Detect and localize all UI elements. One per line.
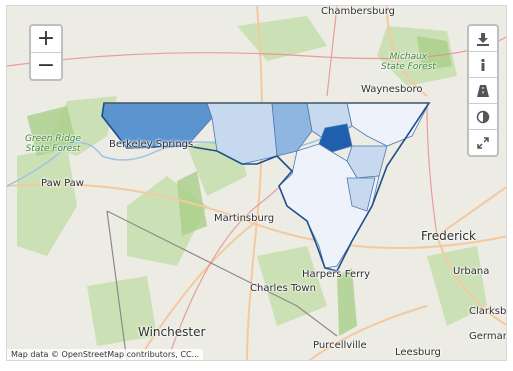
label-martinsburg: Martinsburg — [214, 213, 275, 224]
label-clarksburg: Clarksbu — [469, 306, 507, 317]
road-icon — [477, 84, 489, 97]
fullscreen-button[interactable] — [469, 130, 497, 155]
road-button[interactable] — [469, 78, 497, 104]
download-icon — [477, 32, 489, 46]
download-button[interactable] — [469, 26, 497, 52]
map-toolbar — [467, 24, 499, 157]
region-south-east — [346, 177, 376, 212]
region-northeast — [346, 102, 430, 147]
zoom-out-button[interactable]: − — [31, 52, 61, 79]
label-chambersburg: Chambersburg — [321, 6, 395, 17]
label-urbana: Urbana — [453, 266, 490, 277]
label-charles-town: Charles Town — [250, 283, 316, 294]
label-green-ridge-forest: Green Ridge State Forest — [25, 134, 82, 154]
zoom-control: + − — [29, 24, 63, 81]
fullscreen-icon — [477, 136, 489, 149]
label-michaux-forest: Michaux State Forest — [381, 52, 436, 72]
zoom-in-button[interactable]: + — [36, 26, 56, 51]
road-layer — [7, 6, 506, 360]
label-frederick: Frederick — [421, 229, 476, 243]
label-leesburg: Leesburg — [395, 347, 441, 358]
state-border — [106, 210, 338, 360]
region-hagerstown — [318, 123, 353, 153]
label-winchester: Winchester — [138, 325, 206, 339]
contrast-icon — [476, 110, 490, 123]
label-paw-paw: Paw Paw — [41, 178, 84, 189]
county-outline — [101, 102, 431, 272]
label-purcellville: Purcellville — [313, 340, 367, 351]
label-waynesboro: Waynesboro — [361, 84, 423, 95]
info-icon — [481, 58, 485, 71]
map-attribution: Map data © OpenStreetMap contributors, C… — [7, 349, 204, 360]
info-button[interactable] — [469, 52, 497, 78]
contrast-button[interactable] — [469, 104, 497, 130]
basemap — [7, 6, 506, 360]
label-germantown: Germanto — [469, 331, 506, 342]
label-berkeley-springs: Berkeley Springs — [109, 139, 194, 150]
label-harpers-ferry: Harpers Ferry — [302, 269, 371, 280]
map-view[interactable]: Chambersburg Waynesboro Michaux State Fo… — [6, 5, 507, 361]
